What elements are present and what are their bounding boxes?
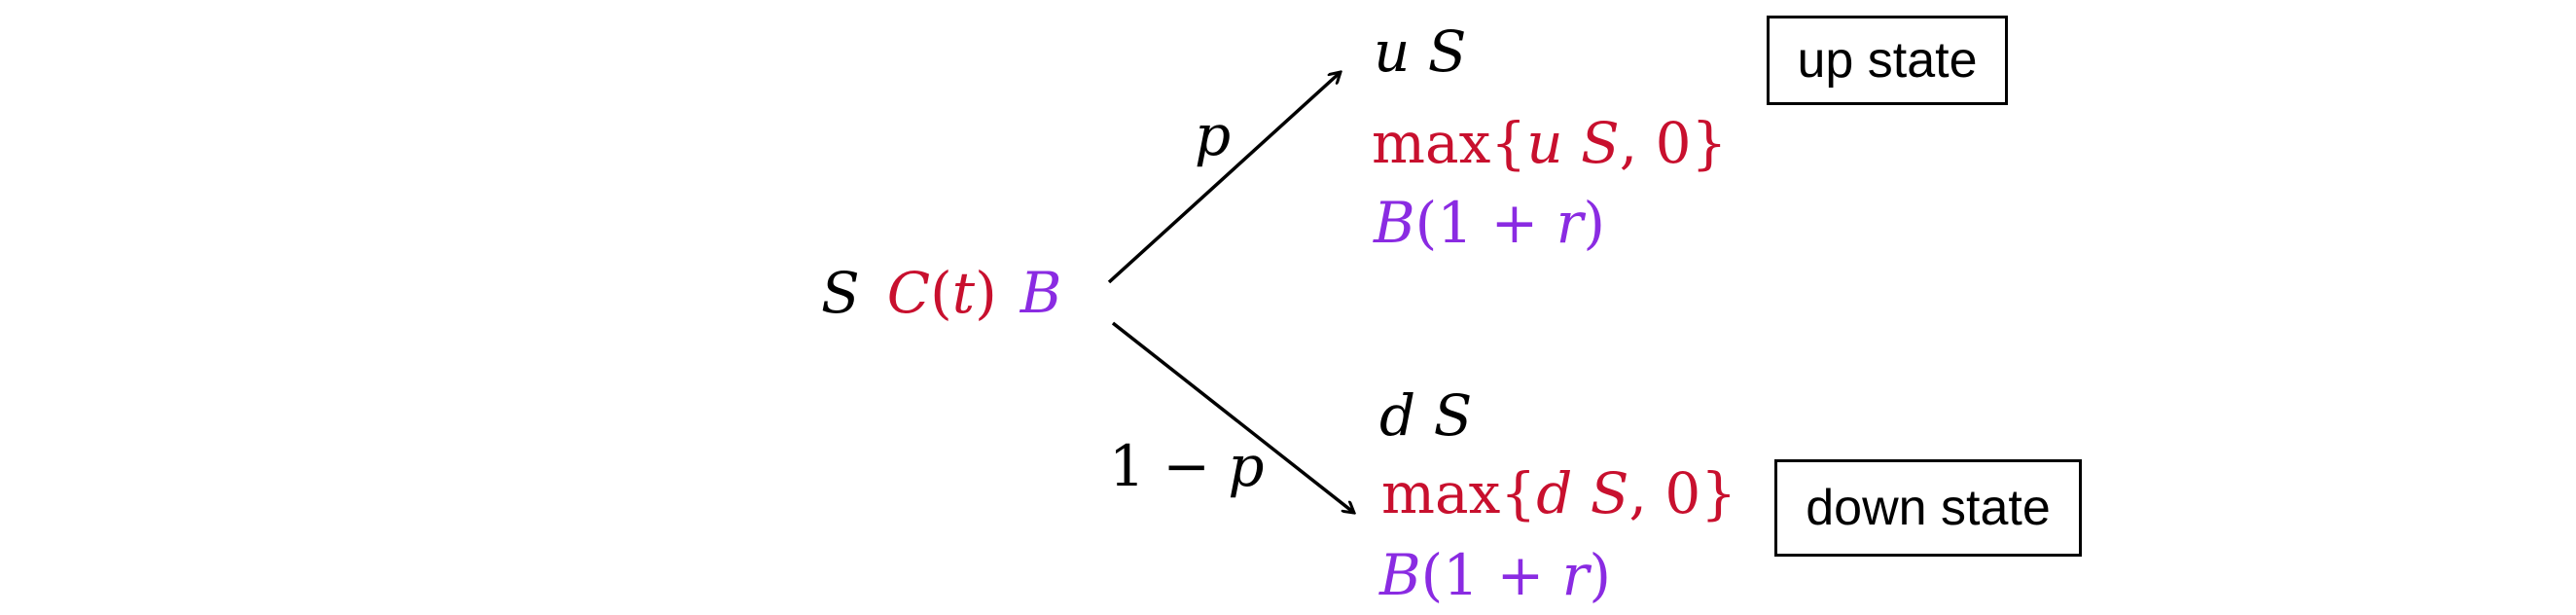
down-bond-r: r <box>1561 542 1590 608</box>
down-bond-B: B <box>1379 542 1421 608</box>
root-stock: S <box>821 260 860 326</box>
down-stock: d S <box>1379 387 1472 444</box>
root-option-paren-open: ( <box>930 260 952 326</box>
up-state-label: up state <box>1767 16 2008 105</box>
down-payoff-rest: , 0} <box>1628 460 1737 526</box>
down-stock-S: S <box>1433 382 1473 449</box>
down-bond-close: ) <box>1589 542 1611 608</box>
down-bond: B(1 + r) <box>1379 547 1611 603</box>
up-stock-factor: u <box>1374 18 1411 85</box>
up-payoff-max: max{ <box>1372 110 1527 176</box>
root-option-C: C <box>886 260 931 326</box>
down-payoff-d: d <box>1536 460 1573 526</box>
root-option-t: t <box>951 260 976 326</box>
up-bond-r: r <box>1556 190 1584 256</box>
down-probability-var: p <box>1228 433 1265 499</box>
up-payoff: max{u S, 0} <box>1372 115 1727 171</box>
down-bond-open: (1 + <box>1420 542 1562 608</box>
root-bond: B <box>1020 260 1062 326</box>
up-arrow <box>1107 72 1341 284</box>
up-bond: B(1 + r) <box>1374 195 1605 251</box>
up-payoff-u: u <box>1526 110 1563 176</box>
up-probability: p <box>1195 102 1232 168</box>
up-stock-S: S <box>1427 18 1467 85</box>
up-payoff-S: S <box>1581 110 1620 176</box>
up-stock: u S <box>1374 23 1467 80</box>
down-probability-prefix: 1 − <box>1109 433 1229 499</box>
down-payoff-S: S <box>1590 460 1629 526</box>
up-bond-close: ) <box>1583 190 1605 256</box>
down-payoff: max{d S, 0} <box>1381 465 1736 522</box>
down-arrow <box>1111 321 1354 513</box>
down-state-label: down state <box>1774 459 2082 557</box>
down-stock-factor: d <box>1379 382 1416 449</box>
up-bond-B: B <box>1374 190 1415 256</box>
root-option-paren-close: ) <box>975 260 997 326</box>
up-bond-open: (1 + <box>1414 190 1556 256</box>
down-payoff-max: max{ <box>1381 460 1537 526</box>
down-probability: 1 − p <box>1109 438 1265 494</box>
up-payoff-rest: , 0} <box>1619 110 1728 176</box>
